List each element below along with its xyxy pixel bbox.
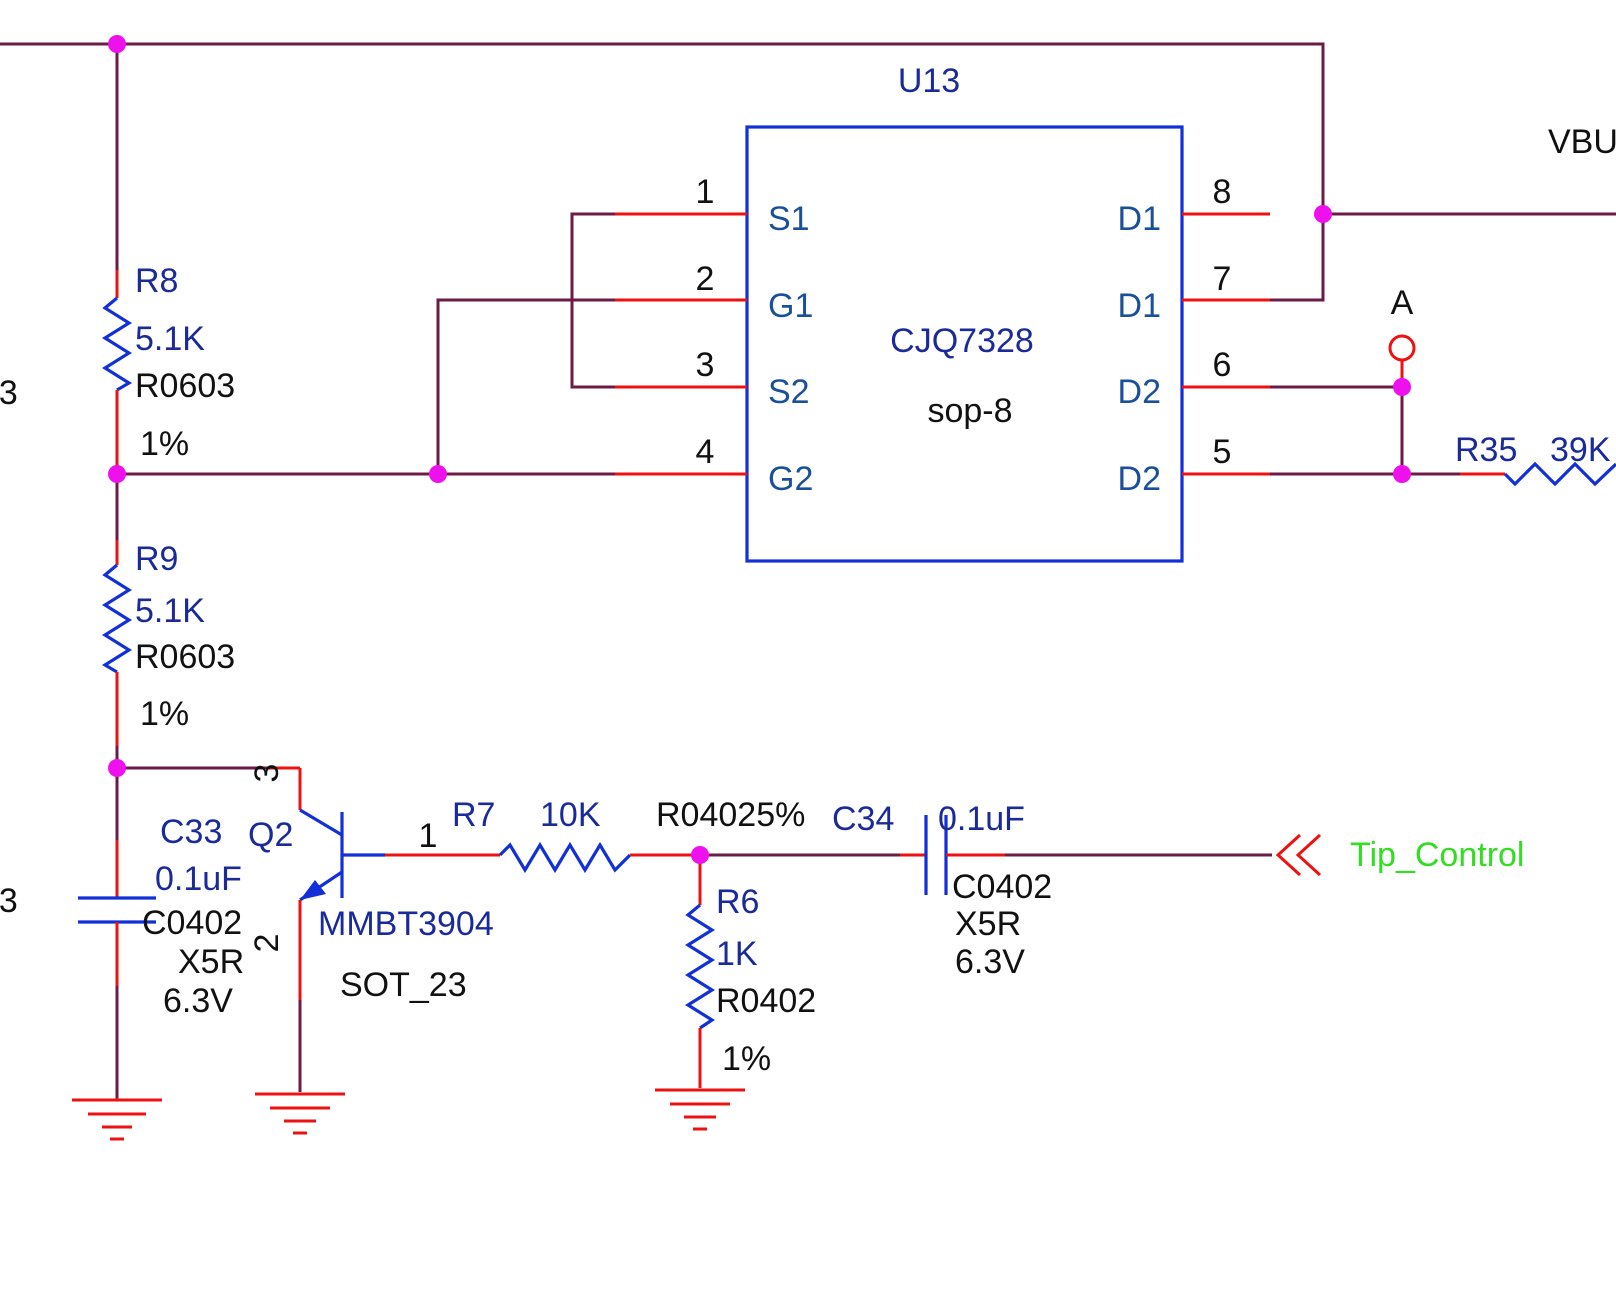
c34-value: 0.1uF (938, 800, 1025, 838)
junctions (108, 35, 1411, 864)
left-edge-label: 03 (0, 374, 18, 412)
port-chevron-icon (1295, 833, 1322, 877)
q2-pin-c: 3 (248, 764, 286, 783)
u13-ref: U13 (898, 62, 960, 100)
u13-pin-number: 2 (696, 260, 715, 298)
net-label-tip-control: Tip_Control (1350, 836, 1524, 874)
q2-emitter-arrow-icon (300, 880, 326, 900)
c34-dielectric: X5R (955, 905, 1021, 943)
ground-symbol-icon (655, 1088, 745, 1131)
u13-package: sop-8 (927, 392, 1012, 430)
junction-dot (108, 465, 126, 483)
r7-extra: R04025% (656, 796, 805, 834)
junction-dot (429, 465, 447, 483)
transistor-q2[interactable]: 3 2 1 Q2 MMBT3904 SOT_23 (248, 764, 494, 1004)
u13-pin-name: S2 (768, 373, 810, 411)
u13-pin-number: 7 (1213, 260, 1232, 298)
u13-pin-number: 3 (696, 346, 715, 384)
u13-pin-name: D2 (1118, 460, 1161, 498)
r6-ref: R6 (716, 883, 759, 921)
testpoint-a[interactable]: A (1388, 284, 1416, 387)
c33-value: 0.1uF (155, 860, 242, 898)
u13-pin-name: S1 (768, 200, 810, 238)
q2-pin-b: 1 (419, 817, 438, 855)
junction-dot (1393, 378, 1411, 396)
capacitor-c34[interactable]: C34 0.1uF C0402 X5R 6.3V (832, 800, 1052, 981)
resistor-r9[interactable]: R9 5.1K R0603 1% (101, 540, 235, 746)
u13-body (745, 125, 1184, 563)
r8-ref: R8 (135, 262, 178, 300)
c33-package: C0402 (142, 904, 242, 942)
u13-pin-name: G1 (768, 287, 813, 325)
resistor-r8[interactable]: R8 5.1K R0603 1% (101, 262, 235, 474)
junction-dot (1393, 465, 1411, 483)
junction-dot (1314, 205, 1332, 223)
c33-dielectric: X5R (178, 943, 244, 981)
u13-pin-name: D1 (1118, 200, 1161, 238)
u13-pin-name: D1 (1118, 287, 1161, 325)
u13-pin-number: 6 (1213, 346, 1232, 384)
testpoint-label: A (1391, 284, 1414, 322)
u13-pin-number: 1 (696, 173, 715, 211)
q2-value: MMBT3904 (318, 905, 494, 943)
r7-ref: R7 (452, 796, 495, 834)
u13-pin-name: D2 (1118, 373, 1161, 411)
r35-ref: R35 (1455, 431, 1517, 469)
junction-dot (108, 35, 126, 53)
u13-pin-name: G2 (768, 460, 813, 498)
r8-package: R0603 (135, 367, 235, 405)
net-port-tip-control[interactable]: Tip_Control (1275, 833, 1524, 877)
resistor-r6[interactable]: R6 1K R0402 1% (684, 855, 816, 1088)
q2-ref: Q2 (248, 816, 293, 854)
r7-value: 10K (540, 796, 601, 834)
left-edge-label: 03 (0, 882, 18, 920)
c34-ref: C34 (832, 800, 894, 838)
junction-dot (691, 846, 709, 864)
capacitor-c33[interactable]: C33 0.1uF C0402 X5R 6.3V (78, 813, 244, 1020)
r8-tolerance: 1% (140, 425, 189, 463)
q2-pin-e: 2 (248, 934, 286, 953)
c33-ref: C33 (160, 813, 222, 851)
r9-tolerance: 1% (140, 695, 189, 733)
c33-voltage: 6.3V (163, 982, 233, 1020)
r6-tolerance: 1% (722, 1040, 771, 1078)
r9-value: 5.1K (135, 592, 205, 630)
r35-value: 39K (1550, 431, 1611, 469)
c34-voltage: 6.3V (955, 943, 1025, 981)
r6-value: 1K (716, 935, 758, 973)
testpoint-circle-icon (1388, 334, 1416, 362)
junction-dot (108, 759, 126, 777)
ground-symbol-icon (72, 1098, 162, 1141)
r8-value: 5.1K (135, 320, 205, 358)
q2-package: SOT_23 (340, 966, 467, 1004)
r9-ref: R9 (135, 540, 178, 578)
u13-mosfet-ic[interactable]: U13 CJQ7328 sop-8 1 2 3 4 8 7 6 5 S1 G1 … (615, 62, 1270, 563)
c34-package: C0402 (952, 868, 1052, 906)
u13-pin-number: 5 (1213, 433, 1232, 471)
resistor-r35[interactable]: R35 39K (1455, 431, 1616, 487)
ground-symbol-icon (255, 1092, 345, 1135)
port-chevron-icon (1275, 833, 1302, 877)
net-label-vbus: VBU (1548, 123, 1616, 161)
r6-package: R0402 (716, 982, 816, 1020)
wires (0, 42, 1616, 1098)
r9-package: R0603 (135, 638, 235, 676)
u13-pin-number: 4 (696, 433, 715, 471)
resistor-r7[interactable]: R7 10K R04025% (450, 796, 805, 874)
u13-value: CJQ7328 (890, 322, 1034, 360)
u13-pin-number: 8 (1213, 173, 1232, 211)
